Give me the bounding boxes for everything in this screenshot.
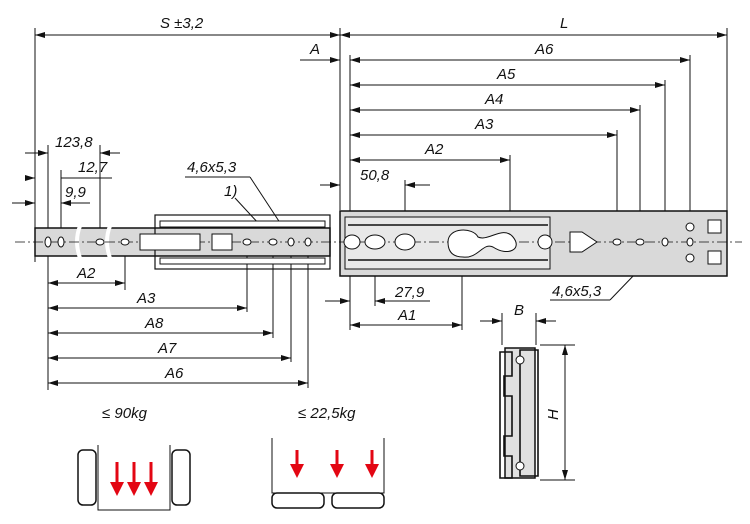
extension-lines <box>34 28 728 390</box>
dim-a1: A1 <box>397 307 416 324</box>
dim-a7-bottom: A7 <box>157 340 177 357</box>
dim-50-8: 50,8 <box>360 167 390 184</box>
dim-a8-bottom: A8 <box>144 315 164 332</box>
dim-a: A <box>309 41 320 58</box>
dim-a2-top: A2 <box>424 141 444 158</box>
footnote-1: 1) <box>224 183 237 200</box>
dim-a6-top: A6 <box>534 41 554 58</box>
dim-s: S ±3,2 <box>160 15 204 32</box>
red-arrows <box>110 462 158 496</box>
dim-a4-top: A4 <box>484 91 503 108</box>
load-flat-label: ≤ 22,5kg <box>298 405 356 422</box>
dim-a3-top: A3 <box>474 116 494 133</box>
dim-a5-top: A5 <box>496 66 516 83</box>
dim-l: L <box>560 15 568 32</box>
dim-a6-bottom: A6 <box>164 365 184 382</box>
slide-rail <box>15 210 742 277</box>
dim-a2-bottom: A2 <box>76 265 96 282</box>
hole-size-right: 4,6x5,3 <box>552 283 602 300</box>
dim-a3-bottom: A3 <box>136 290 156 307</box>
dim-b: B <box>514 302 524 319</box>
dim-27-9: 27,9 <box>394 284 425 301</box>
hole-size-left: 4,6x5,3 <box>187 159 237 176</box>
load-side-icon <box>77 445 191 511</box>
dim-9-9: 9,9 <box>65 184 87 201</box>
dim-h: H <box>545 409 562 420</box>
cross-section-profile <box>499 347 539 479</box>
dim-123-8: 123,8 <box>55 134 93 151</box>
load-flat-icon <box>271 438 385 509</box>
mounting-holes <box>44 219 722 265</box>
dimension-lines <box>12 32 727 481</box>
dim-12-7: 12,7 <box>78 159 108 176</box>
load-side-label: ≤ 90kg <box>102 405 148 422</box>
